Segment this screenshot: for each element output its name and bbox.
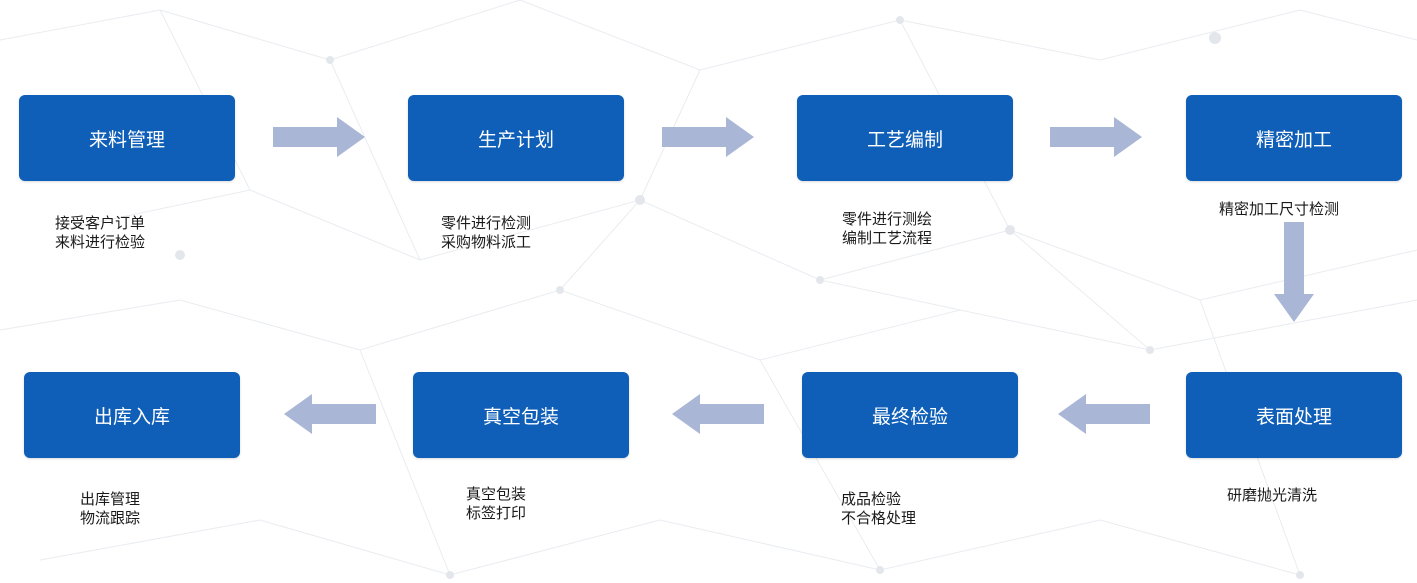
step-description-incoming-materials: 接受客户订单 来料进行检验: [55, 214, 145, 252]
arrow-right-icon: [273, 117, 365, 157]
description-line: 研磨抛光清洗: [1227, 486, 1318, 504]
step-box-surface-treatment: 表面处理: [1186, 372, 1402, 458]
step-description-precision-machining: 精密加工尺寸检测: [1219, 200, 1339, 219]
arrow-right-icon: [1050, 117, 1142, 157]
description-line: 编制工艺流程: [842, 229, 933, 247]
description-line: 零件进行测绘: [842, 210, 933, 228]
step-description-surface-treatment: 研磨抛光清洗: [1227, 486, 1317, 505]
description-line: 来料进行检验: [55, 233, 146, 251]
description-line: 接受客户订单: [55, 214, 146, 232]
step-box-vacuum-packaging: 真空包装: [413, 372, 629, 458]
description-line: 成品检验: [841, 490, 902, 508]
arrow-down-icon: [1274, 222, 1314, 322]
description-line: 出库管理: [80, 490, 141, 508]
description-line: 真空包装: [466, 485, 527, 503]
arrow-right-icon: [662, 117, 754, 157]
arrow-left-icon: [672, 394, 764, 434]
description-line: 零件进行检测: [441, 214, 532, 232]
step-description-process-planning: 零件进行测绘 编制工艺流程: [842, 210, 932, 248]
step-box-production-plan: 生产计划: [408, 95, 624, 181]
step-box-final-inspection: 最终检验: [802, 372, 1018, 458]
step-box-incoming-materials: 来料管理: [19, 95, 235, 181]
arrow-left-icon: [1058, 394, 1150, 434]
description-line: 标签打印: [466, 504, 527, 522]
step-description-final-inspection: 成品检验 不合格处理: [841, 490, 916, 528]
step-description-production-plan: 零件进行检测 采购物料派工: [441, 214, 531, 252]
arrow-left-icon: [284, 394, 376, 434]
step-box-precision-machining: 精密加工: [1186, 95, 1402, 181]
step-box-warehouse: 出库入库: [24, 372, 240, 458]
description-line: 物流跟踪: [80, 509, 141, 527]
description-line: 不合格处理: [841, 509, 917, 527]
description-line: 采购物料派工: [441, 233, 532, 251]
description-line: 精密加工尺寸检测: [1219, 200, 1340, 218]
step-box-process-planning: 工艺编制: [797, 95, 1013, 181]
step-description-warehouse: 出库管理 物流跟踪: [80, 490, 140, 528]
step-description-vacuum-packaging: 真空包装 标签打印: [466, 485, 526, 523]
